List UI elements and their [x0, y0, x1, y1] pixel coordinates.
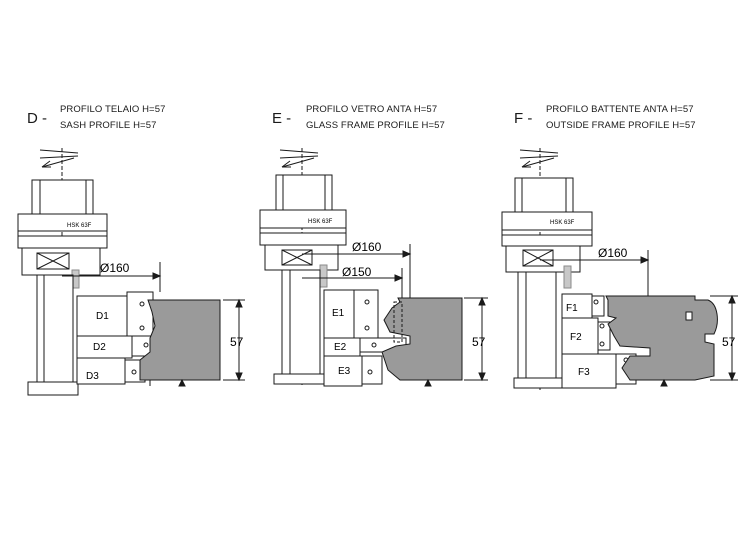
height-label: 57	[722, 335, 736, 349]
diameter-label: Ø160	[100, 261, 130, 275]
title-italian: PROFILO VETRO ANTA H=57	[306, 104, 438, 115]
diameter-outer-label: Ø160	[352, 240, 382, 254]
title-english: GLASS FRAME PROFILE H=57	[306, 120, 445, 131]
panel-glass-frame-profile: E - PROFILO VETRO ANTA H=57 GLASS FRAME …	[250, 0, 500, 540]
workpiece-outside-frame	[605, 295, 718, 381]
part-label-f1: F1	[566, 303, 578, 314]
panel-outside-frame-profile: F - PROFILO BATTENTE ANTA H=57 OUTSIDE F…	[500, 0, 750, 540]
workpiece-glass-frame	[381, 297, 463, 381]
workpiece-sash	[139, 299, 221, 381]
rotation-arrow-icon	[39, 149, 79, 168]
title-english: OUTSIDE FRAME PROFILE H=57	[546, 120, 696, 131]
height-label: 57	[472, 335, 486, 349]
spindle-base	[27, 381, 79, 396]
sash-profile-drawing: HSK 63F Ø160 57 D1 D2 D3	[17, 148, 245, 396]
hsk-label: HSK 63F	[550, 220, 575, 226]
title-italian: PROFILO BATTENTE ANTA H=57	[546, 104, 694, 115]
cutter-e1	[323, 289, 355, 339]
diameter-label: Ø160	[598, 246, 628, 260]
panel-letter: F -	[514, 110, 533, 127]
cutter-f1	[561, 293, 593, 319]
part-label-d3: D3	[86, 371, 99, 382]
hsk-label: HSK 63F	[67, 223, 92, 229]
cutter-d3	[76, 357, 126, 385]
glass-frame-drawing: HSK 63F Ø160 Ø150 57 E1 E2 E3	[259, 148, 488, 387]
hsk-label: HSK 63F	[308, 219, 333, 225]
rotation-arrow-icon	[519, 149, 559, 168]
rotation-arrow-icon	[279, 149, 319, 168]
outside-frame-drawing: HSK 63F Ø160 57 F1 F2 F3	[501, 148, 738, 390]
title-italian: PROFILO TELAIO H=57	[60, 104, 166, 115]
panel-letter: D -	[27, 110, 47, 127]
part-label-f3: F3	[578, 367, 590, 378]
part-label-f2: F2	[570, 332, 582, 343]
part-label-e1: E1	[332, 308, 345, 319]
part-label-d1: D1	[96, 311, 109, 322]
panel-letter: E -	[272, 110, 292, 127]
title-english: SASH PROFILE H=57	[60, 120, 157, 131]
part-label-e3: E3	[338, 366, 351, 377]
part-label-e2: E2	[334, 342, 347, 353]
spindle-shaft	[36, 274, 74, 388]
cutter-f3	[561, 353, 617, 389]
diameter-inner-label: Ø150	[342, 265, 372, 279]
hsk-holder	[31, 179, 94, 215]
hsk-flange	[17, 213, 108, 232]
panel-sash-profile: D - PROFILO TELAIO H=57 SASH PROFILE H=5…	[0, 0, 250, 540]
height-label: 57	[230, 335, 244, 349]
part-label-d2: D2	[93, 342, 106, 353]
